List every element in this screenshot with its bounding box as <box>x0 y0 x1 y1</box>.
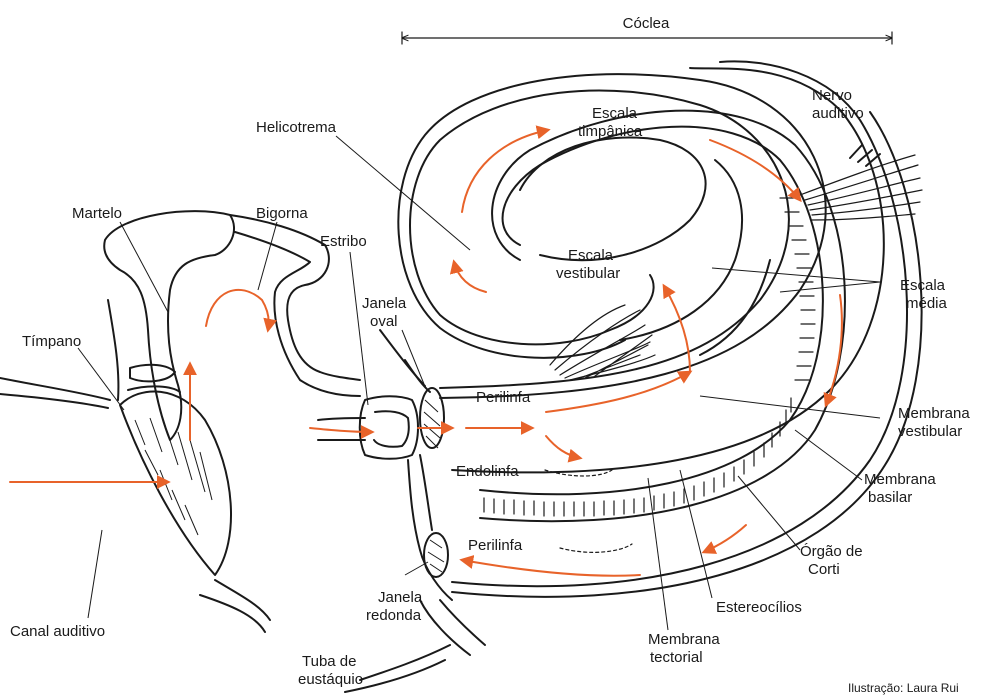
label-orgao-de-corti-1: Órgão de <box>800 543 863 560</box>
label-estribo: Estribo <box>320 233 367 250</box>
label-janela-redonda-1: Janela <box>378 589 423 606</box>
label-janela-oval-1: Janela <box>362 295 407 312</box>
stapes-bone <box>318 388 444 459</box>
label-estereocilios: Estereocílios <box>716 599 802 616</box>
label-janela-redonda-2: redonda <box>366 607 422 624</box>
label-bigorna: Bigorna <box>256 205 308 222</box>
label-perilinfa-lower: Perilinfa <box>468 537 523 554</box>
tympanic-membrane <box>120 391 231 575</box>
label-nervo-auditivo-1: Nervo <box>812 87 852 104</box>
label-escala-vestibular-1: Escala <box>568 247 614 264</box>
auditory-nerve-bundle <box>800 145 922 220</box>
label-nervo-auditivo-2: auditivo <box>812 105 864 122</box>
label-membrana-basilar-2: basilar <box>868 489 912 506</box>
label-escala-vestibular-2: vestibular <box>556 265 620 282</box>
label-escala-media-1: Escala <box>900 277 946 294</box>
label-helicotrema: Helicotrema <box>256 119 337 136</box>
label-endolinfa: Endolinfa <box>456 463 519 480</box>
labels: Cóclea Nervo auditivo Helicotrema Escala… <box>10 15 970 695</box>
label-orgao-de-corti-2: Corti <box>808 561 840 578</box>
label-janela-oval-2: oval <box>370 313 398 330</box>
round-window <box>424 533 448 577</box>
label-membrana-basilar-1: Membrana <box>864 471 936 488</box>
cochlea-inner-helix <box>520 137 770 355</box>
label-credit: Ilustração: Laura Rui <box>848 681 959 695</box>
label-tuba-de-eustaquio-2: eustáquio <box>298 671 363 688</box>
label-perilinfa-upper: Perilinfa <box>476 389 531 406</box>
label-escala-timpanica-2: timpânica <box>578 123 643 140</box>
label-membrana-vestibular-2: vestibular <box>898 423 962 440</box>
dashed-membranes <box>545 470 632 552</box>
label-escala-timpanica-1: Escala <box>592 105 638 122</box>
sound-flow-arrows <box>10 130 842 576</box>
cochlea-dimension-line <box>402 32 892 44</box>
label-escala-media-2: média <box>906 295 948 312</box>
label-tuba-de-eustaquio-1: Tuba de <box>302 653 357 670</box>
label-membrana-tectorial-2: tectorial <box>650 649 703 666</box>
label-timpano: Tímpano <box>22 333 81 350</box>
malleus-bone <box>104 211 234 440</box>
label-coclea: Cóclea <box>623 15 670 32</box>
label-martelo: Martelo <box>72 205 122 222</box>
label-membrana-vestibular-1: Membrana <box>898 405 970 422</box>
label-membrana-tectorial-1: Membrana <box>648 631 720 648</box>
scala-media-partition <box>480 111 845 522</box>
label-canal-auditivo: Canal auditivo <box>10 623 105 640</box>
